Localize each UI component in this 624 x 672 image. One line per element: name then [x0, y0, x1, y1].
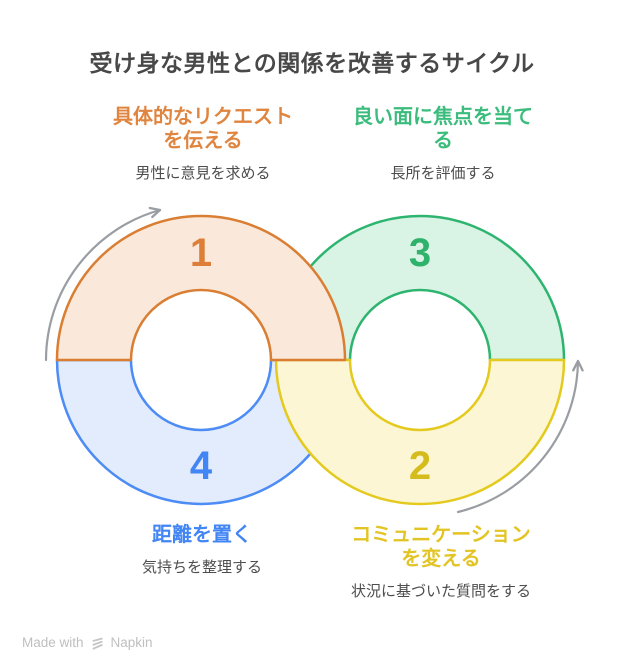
flow-arrow-right — [456, 359, 584, 514]
step-3-number: 3 — [408, 231, 432, 275]
ring-segment-1-orange — [55, 214, 347, 362]
step-4-description: 気持ちを整理する — [141, 559, 262, 576]
step-1-heading-line2: を伝える — [163, 130, 243, 152]
napkin-watermark: Made with Napkin — [22, 634, 153, 652]
step-2-description: 状況に基づいた質問をする — [350, 583, 531, 600]
step-2-heading-line1: コミュニケーション — [351, 524, 531, 546]
step-4-number: 4 — [189, 444, 213, 488]
ring-segment-2-yellow — [274, 358, 566, 506]
step-2-heading-line2: を変える — [401, 548, 481, 570]
step-4-heading-line1: 距離を置く — [152, 524, 252, 546]
step-2-label: コミュニケーション を変える 状況に基づいた質問をする — [321, 523, 561, 602]
step-1-heading-line1: 具体的なリクエスト — [113, 106, 293, 128]
step-3-description: 長所を評価する — [390, 165, 496, 182]
watermark-brand: Napkin — [110, 635, 153, 650]
watermark-prefix: Made with — [22, 635, 84, 650]
step-4-heading: 距離を置く — [82, 523, 322, 547]
ring-segment-3-green — [274, 214, 566, 362]
step-1-heading: 具体的なリクエスト を伝える — [83, 105, 323, 153]
step-1-number: 1 — [189, 231, 213, 275]
step-3-heading-line2: る — [433, 130, 453, 152]
step-3-label: 良い面に焦点を当て る 長所を評価する — [323, 105, 563, 184]
step-3-heading: 良い面に焦点を当て る — [323, 105, 563, 153]
step-3-heading-line1: 良い面に焦点を当て — [353, 106, 533, 128]
napkin-logo-icon — [92, 637, 103, 650]
diagram-title: 受け身な男性との関係を改善するサイクル — [89, 50, 535, 76]
step-1-description: 男性に意見を求める — [135, 165, 271, 182]
step-4-label: 距離を置く 気持ちを整理する — [82, 523, 322, 578]
flow-arrow-left — [44, 206, 162, 362]
step-2-heading: コミュニケーション を変える — [321, 523, 561, 571]
step-1-label: 具体的なリクエスト を伝える 男性に意見を求める — [83, 105, 323, 184]
step-2-number: 2 — [408, 444, 432, 488]
